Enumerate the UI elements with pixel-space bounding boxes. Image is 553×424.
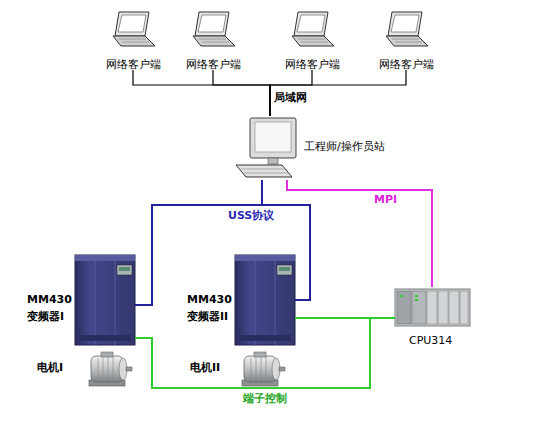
plc-led (400, 295, 403, 297)
motor-icon (242, 352, 285, 386)
lan-line (270, 70, 406, 116)
motor-unit: 电机II (238, 348, 285, 388)
node-label: 电机I (37, 359, 81, 376)
laptop-icon (113, 12, 155, 46)
lan-line (133, 70, 270, 116)
keyboard (236, 165, 292, 177)
network-label: 局域网 (274, 91, 307, 105)
node-label: CPU314 (409, 332, 471, 349)
motor-unit: 电机I (85, 348, 132, 388)
plc-io-module (449, 291, 459, 324)
laptop-icon (386, 12, 428, 46)
inverter-icon (235, 255, 295, 345)
connector-label: 端子控制 (243, 392, 287, 406)
node-label: MM430 变频器I (27, 291, 73, 325)
uss-bus-line (262, 180, 310, 300)
node-label: 工程师/操作员站 (304, 138, 414, 155)
monitor-frame (250, 118, 296, 158)
lan-line (213, 70, 270, 116)
plc-led (415, 299, 418, 301)
terminal-control-line (295, 317, 395, 319)
monitor-stand (268, 158, 278, 164)
node-label: 网络客户端 (185, 56, 241, 73)
plc-io-module (427, 291, 437, 324)
inverter-unit: MM430 变频器I (75, 255, 135, 345)
laptop-icon (193, 12, 235, 46)
mpi-line (287, 180, 432, 287)
plc-cpu: CPU314 (395, 287, 470, 328)
plc-rail (395, 289, 470, 326)
node-label: 网络客户端 (105, 56, 161, 73)
monitor-screen (255, 122, 291, 152)
node-label: 网络客户端 (378, 56, 434, 73)
inverter-unit: MM430 变频器II (235, 255, 295, 345)
plc-io-module (438, 291, 448, 324)
node-label: MM430 变频器II (187, 291, 233, 325)
client-laptop: 网络客户端 (284, 10, 340, 70)
plc-led (415, 295, 418, 297)
connector-label: MPI (374, 193, 397, 207)
client-laptop: 网络客户端 (185, 10, 241, 70)
terminal-control-line (135, 318, 395, 388)
client-laptop: 网络客户端 (105, 10, 161, 70)
workstation-icon (236, 118, 296, 177)
connector-label: USS协议 (228, 209, 274, 223)
inverter-icon (75, 255, 135, 345)
node-label: 电机II (190, 359, 234, 376)
laptop-icon (292, 12, 334, 46)
node-label: 网络客户端 (284, 56, 340, 73)
keyboard-keys (241, 169, 285, 170)
plc-cpu-module (412, 291, 426, 324)
client-laptop: 网络客户端 (378, 10, 434, 70)
plc-rack-icon (395, 289, 470, 326)
lan-line (270, 70, 312, 116)
keyboard-keys (244, 173, 288, 174)
operator-station: 工程师/操作员站 (232, 116, 298, 180)
plc-io-module (460, 291, 468, 324)
motor-icon (89, 352, 132, 386)
uss-bus-line (135, 180, 262, 305)
plc-power-module (397, 291, 411, 324)
